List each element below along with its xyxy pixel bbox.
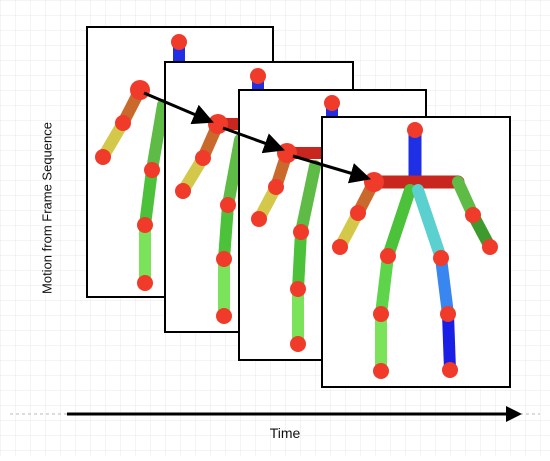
frame-1-ankle: [137, 275, 153, 291]
frame-1-thigh: [139, 164, 158, 231]
frame-2-left-elbow: [195, 150, 211, 166]
frame-4: [321, 116, 511, 388]
frame-3-left-elbow: [268, 179, 284, 195]
frame-1-left-wrist: [95, 149, 111, 165]
frame-4-right-wrist: [482, 239, 498, 255]
frame-2-left-wrist: [175, 183, 191, 199]
frame-3-ankle: [290, 336, 306, 352]
frame-4-right-shin-joint: [440, 306, 456, 322]
frame-4-left-shin-joint: [373, 306, 389, 322]
frame-2-hip: [220, 197, 236, 213]
frame-3-hip: [293, 224, 309, 240]
motion-arrow-2: [222, 126, 285, 154]
motion-arrow-1: [143, 91, 214, 125]
frame-4-left-wrist: [332, 239, 348, 255]
frame-3-left-wrist: [251, 211, 267, 227]
motion-arrows: [143, 91, 372, 184]
frame-4-right-shin-upper: [435, 252, 454, 320]
frame-3-shoulder: [277, 143, 297, 163]
frame-3-right-upper-arm: [295, 160, 321, 238]
frame-4-left-shin-upper: [375, 250, 394, 320]
frame-1-shoulder: [130, 80, 150, 100]
frame-4-left-shoulder: [364, 172, 384, 192]
frame-4-right-thigh: [412, 184, 447, 264]
frame-1-knee: [137, 217, 153, 233]
frame-3-head: [324, 95, 340, 111]
frame-2-head: [250, 68, 266, 84]
frame-4-head: [407, 122, 423, 138]
frame-2-knee: [216, 251, 232, 267]
y-axis-label: Motion from Frame Sequence: [39, 122, 55, 294]
frame-1-head: [171, 34, 187, 50]
frame-1-right-knee: [144, 162, 160, 178]
frame-2-shoulder: [208, 114, 228, 134]
frame-4-left-ankle: [373, 363, 389, 379]
frame-4-left-knee: [380, 248, 396, 264]
frame-4-left-hip-thigh: [382, 184, 416, 262]
frame-2-ankle: [216, 308, 232, 324]
frame-4-right-elbow: [465, 207, 481, 223]
frame-4-right-shin-lower: [442, 308, 456, 376]
frame-4-right-ankle: [442, 362, 458, 378]
frame-4-right-knee: [433, 250, 449, 266]
motion-arrow-3: [292, 154, 372, 184]
frame-1-left-elbow: [115, 115, 131, 131]
frame-3-knee: [290, 281, 306, 297]
frame-1-joints: [95, 34, 187, 291]
time-axis-arrowhead: [506, 406, 522, 422]
frame-1-right-upper-arm: [146, 99, 169, 176]
frame-3-thigh: [292, 226, 307, 295]
frame-2-thigh: [218, 199, 234, 265]
frame-4-left-elbow: [350, 205, 366, 221]
x-axis-label: Time: [269, 425, 301, 441]
